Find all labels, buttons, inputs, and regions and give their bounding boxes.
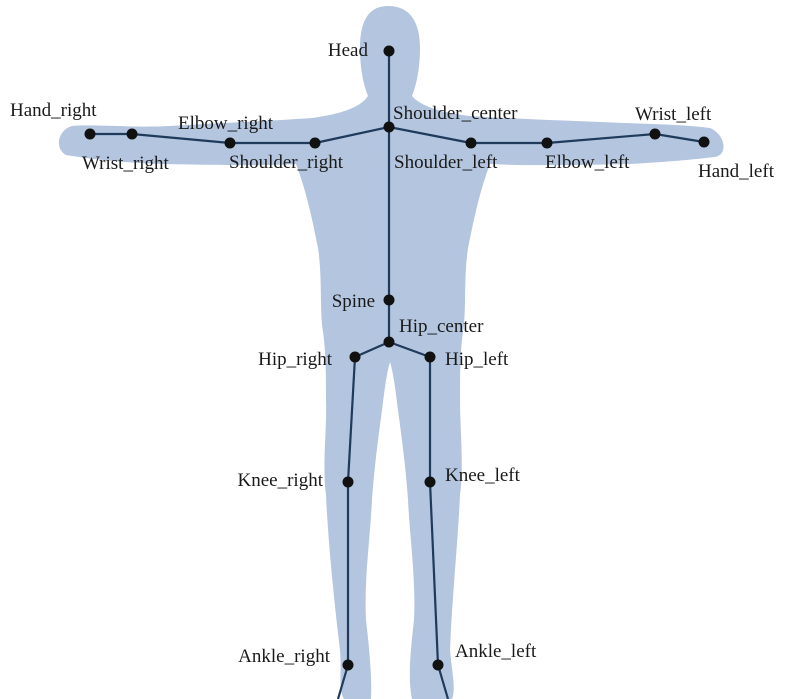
label-spine: Spine — [332, 291, 375, 312]
joint-shoulder-right — [310, 138, 321, 149]
joint-hand-left — [699, 137, 710, 148]
joint-hip-center — [384, 337, 395, 348]
joint-spine — [384, 295, 395, 306]
joint-wrist-right — [127, 129, 138, 140]
label-knee-left: Knee_left — [445, 465, 521, 486]
label-shoulder-left: Shoulder_left — [394, 152, 498, 173]
label-knee-right: Knee_right — [238, 470, 324, 491]
label-head: Head — [328, 40, 369, 61]
joint-knee-right — [343, 477, 354, 488]
label-elbow-right: Elbow_right — [178, 113, 274, 134]
label-hand-left: Hand_left — [698, 161, 775, 182]
label-wrist-left: Wrist_left — [635, 104, 712, 125]
body-silhouette — [59, 6, 724, 699]
label-elbow-left: Elbow_left — [545, 152, 630, 173]
label-ankle-right: Ankle_right — [238, 646, 331, 667]
joint-hip-right — [350, 352, 361, 363]
joint-knee-left — [425, 477, 436, 488]
joint-elbow-right — [225, 138, 236, 149]
label-ankle-left: Ankle_left — [455, 641, 537, 662]
joint-hip-left — [425, 352, 436, 363]
joint-ankle-left — [433, 660, 444, 671]
joint-hand-right — [85, 129, 96, 140]
joint-head — [384, 46, 395, 57]
label-shoulder-right: Shoulder_right — [229, 152, 344, 173]
joint-ankle-right — [343, 660, 354, 671]
label-hand-right: Hand_right — [10, 100, 97, 121]
joint-wrist-left — [650, 129, 661, 140]
label-wrist-right: Wrist_right — [82, 153, 170, 174]
label-hip-right: Hip_right — [258, 349, 333, 370]
label-hip-center: Hip_center — [399, 316, 484, 337]
joint-elbow-left — [542, 138, 553, 149]
label-hip-left: Hip_left — [445, 349, 509, 370]
label-shoulder-center: Shoulder_center — [393, 103, 518, 124]
joint-shoulder-left — [466, 138, 477, 149]
